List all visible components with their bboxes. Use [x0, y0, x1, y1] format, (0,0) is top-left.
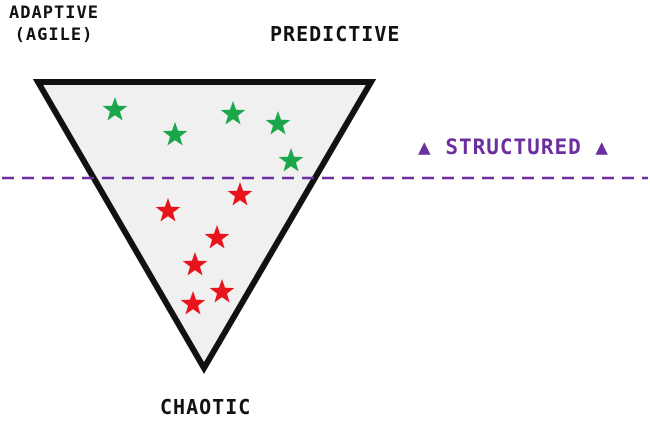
- red-star-icon: [227, 182, 253, 206]
- up-triangle-icon: ▲: [418, 135, 432, 159]
- predictive-label: PREDICTIVE: [270, 22, 401, 46]
- adaptive-agile-label: ADAPTIVE (AGILE): [4, 2, 104, 46]
- up-triangle-icon: ▲: [595, 135, 610, 159]
- inverted-triangle: [32, 79, 377, 374]
- green-star-icon: [278, 148, 304, 172]
- red-star-icon: [209, 279, 235, 303]
- structured-label-text: STRUCTURED: [445, 135, 582, 159]
- green-star-icon: [162, 122, 188, 146]
- red-star-icon: [182, 252, 208, 276]
- adaptive-label-line1: ADAPTIVE: [9, 3, 99, 23]
- structured-label: ▲ STRUCTURED ▲: [418, 135, 609, 159]
- chaotic-label: CHAOTIC: [160, 395, 252, 419]
- green-star-icon: [102, 97, 128, 121]
- red-star-icon: [180, 291, 206, 315]
- stars-group: [102, 97, 304, 315]
- green-star-icon: [265, 111, 291, 135]
- red-star-icon: [204, 225, 230, 249]
- red-star-icon: [155, 198, 181, 222]
- adaptive-label-line2: (AGILE): [14, 25, 94, 45]
- green-star-icon: [220, 101, 246, 125]
